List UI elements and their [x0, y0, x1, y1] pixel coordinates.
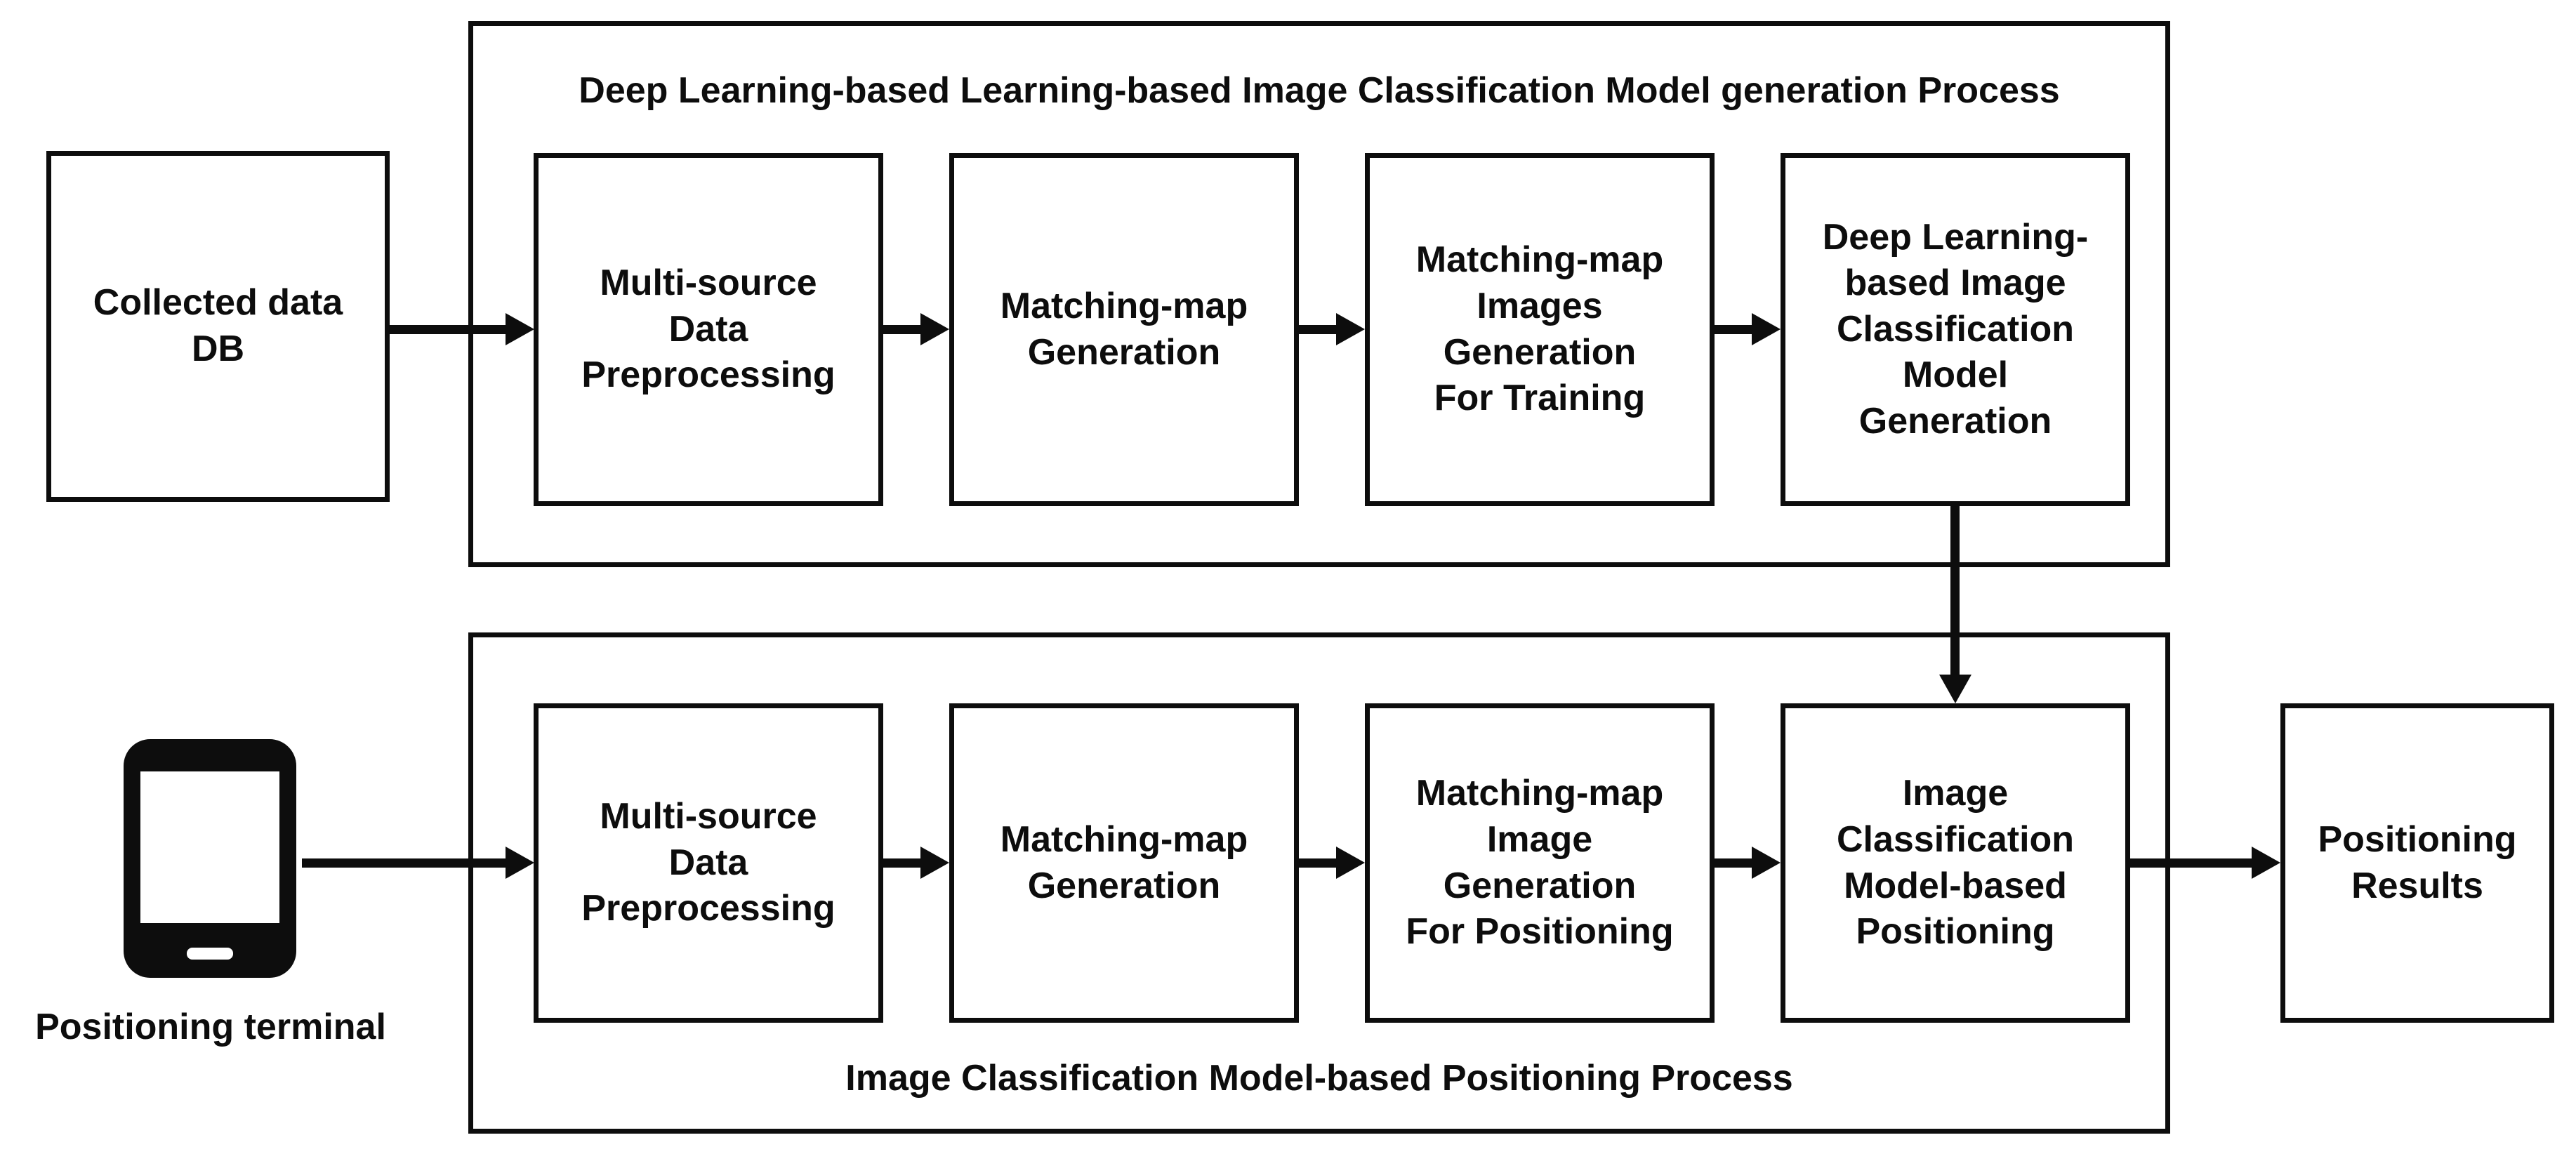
arrow-shaft [2130, 858, 2252, 868]
arrow-shaft [883, 858, 921, 868]
top-step-4-label: Deep Learning- based Image Classificatio… [1822, 216, 2089, 442]
positioning-process-container: Image Classification Model-based Positio… [468, 632, 2170, 1134]
smartphone-screen [140, 771, 279, 923]
collected-data-db-box: Collected data DB [46, 151, 390, 502]
bottom-step-3-label: Matching-map Image Generation For Positi… [1406, 773, 1674, 953]
arrow-shaft [390, 325, 506, 334]
bottom-step-multi-source-preprocessing-box: Multi-source Data Preprocessing [534, 703, 883, 1023]
arrow-shaft [302, 858, 506, 868]
arrow-head [1752, 847, 1781, 879]
arrow-head [1336, 313, 1365, 345]
positioning-terminal-label: Positioning terminal [35, 1007, 386, 1047]
arrow-shaft [1715, 325, 1752, 334]
bottom-step-matching-map-generation-box: Matching-map Generation [949, 703, 1299, 1023]
positioning-results-box: Positioning Results [2280, 703, 2554, 1023]
top-step-2-label: Matching-map Generation [1000, 285, 1248, 373]
arrow-head [2252, 847, 2280, 879]
bottom-step-4-label: Image Classification Model-based Positio… [1836, 773, 2075, 953]
arrow-shaft [883, 325, 921, 334]
bottom-step-matching-map-image-positioning-box: Matching-map Image Generation For Positi… [1365, 703, 1715, 1023]
arrow-head [920, 313, 949, 345]
positioning-process-title: Image Classification Model-based Positio… [845, 1058, 1793, 1099]
arrow-head [1939, 675, 1971, 703]
arrow-shaft [1299, 325, 1337, 334]
arrow-head [1336, 847, 1365, 879]
top-step-matching-map-generation-box: Matching-map Generation [949, 153, 1299, 506]
arrow-head [920, 847, 949, 879]
bottom-step-model-based-positioning-box: Image Classification Model-based Positio… [1781, 703, 2130, 1023]
bottom-step-1-label: Multi-source Data Preprocessing [581, 796, 835, 929]
smartphone-home-button [187, 948, 233, 960]
positioning-results-label: Positioning Results [2318, 818, 2517, 906]
bottom-step-2-label: Matching-map Generation [1000, 818, 1248, 906]
arrow-head [506, 313, 534, 345]
arrow-head [1752, 313, 1781, 345]
arrow-shaft [1950, 506, 1960, 675]
collected-data-db-label: Collected data DB [93, 282, 343, 369]
model-generation-process-title: Deep Learning-based Learning-based Image… [579, 70, 2060, 111]
top-step-matching-map-images-training-box: Matching-map Images Generation For Train… [1365, 153, 1715, 506]
top-step-1-label: Multi-source Data Preprocessing [581, 263, 835, 396]
arrow-head [506, 847, 534, 879]
top-step-multi-source-preprocessing-box: Multi-source Data Preprocessing [534, 153, 883, 506]
model-generation-process-container: Deep Learning-based Learning-based Image… [468, 21, 2170, 567]
arrow-shaft [1299, 858, 1337, 868]
top-step-3-label: Matching-map Images Generation For Train… [1415, 239, 1664, 419]
top-step-model-generation-box: Deep Learning- based Image Classificatio… [1781, 153, 2130, 506]
arrow-shaft [1715, 858, 1752, 868]
smartphone-icon [124, 739, 296, 978]
